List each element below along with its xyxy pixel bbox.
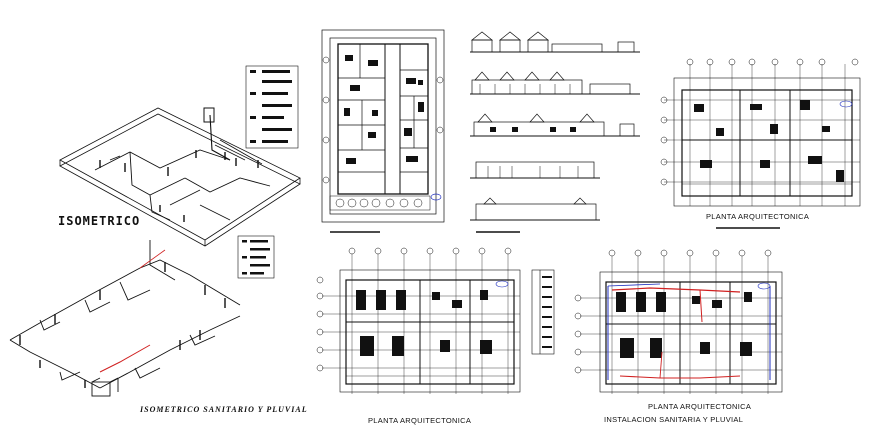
isometric-title: ISOMETRICO	[58, 214, 141, 228]
floor-plan-bottom-left	[316, 247, 521, 394]
isometric-legend	[245, 65, 299, 149]
schedule-table	[531, 269, 555, 355]
isometric-lower-diagram	[9, 240, 241, 397]
elevation-drawings	[470, 31, 640, 233]
plan-label-top-right: PLANTA ARQUITECTONICA	[706, 212, 810, 221]
isometric-subtitle: ISOMETRICO SANITARIO Y PLUVIAL	[140, 405, 308, 414]
floor-plan-top-right	[660, 58, 861, 229]
isometric-upper-diagram	[59, 107, 301, 247]
isometric-lower-legend	[237, 235, 275, 279]
plan-sublabel-sanitary: INSTALACION SANITARIA Y PLUVIAL	[604, 415, 744, 424]
plan-label-bottom-left: PLANTA ARQUITECTONICA	[368, 416, 472, 425]
plan-label-bottom-right: PLANTA ARQUITECTONICA	[648, 402, 752, 411]
floor-plan-sanitary	[574, 249, 783, 394]
site-floor-plan	[321, 29, 445, 233]
